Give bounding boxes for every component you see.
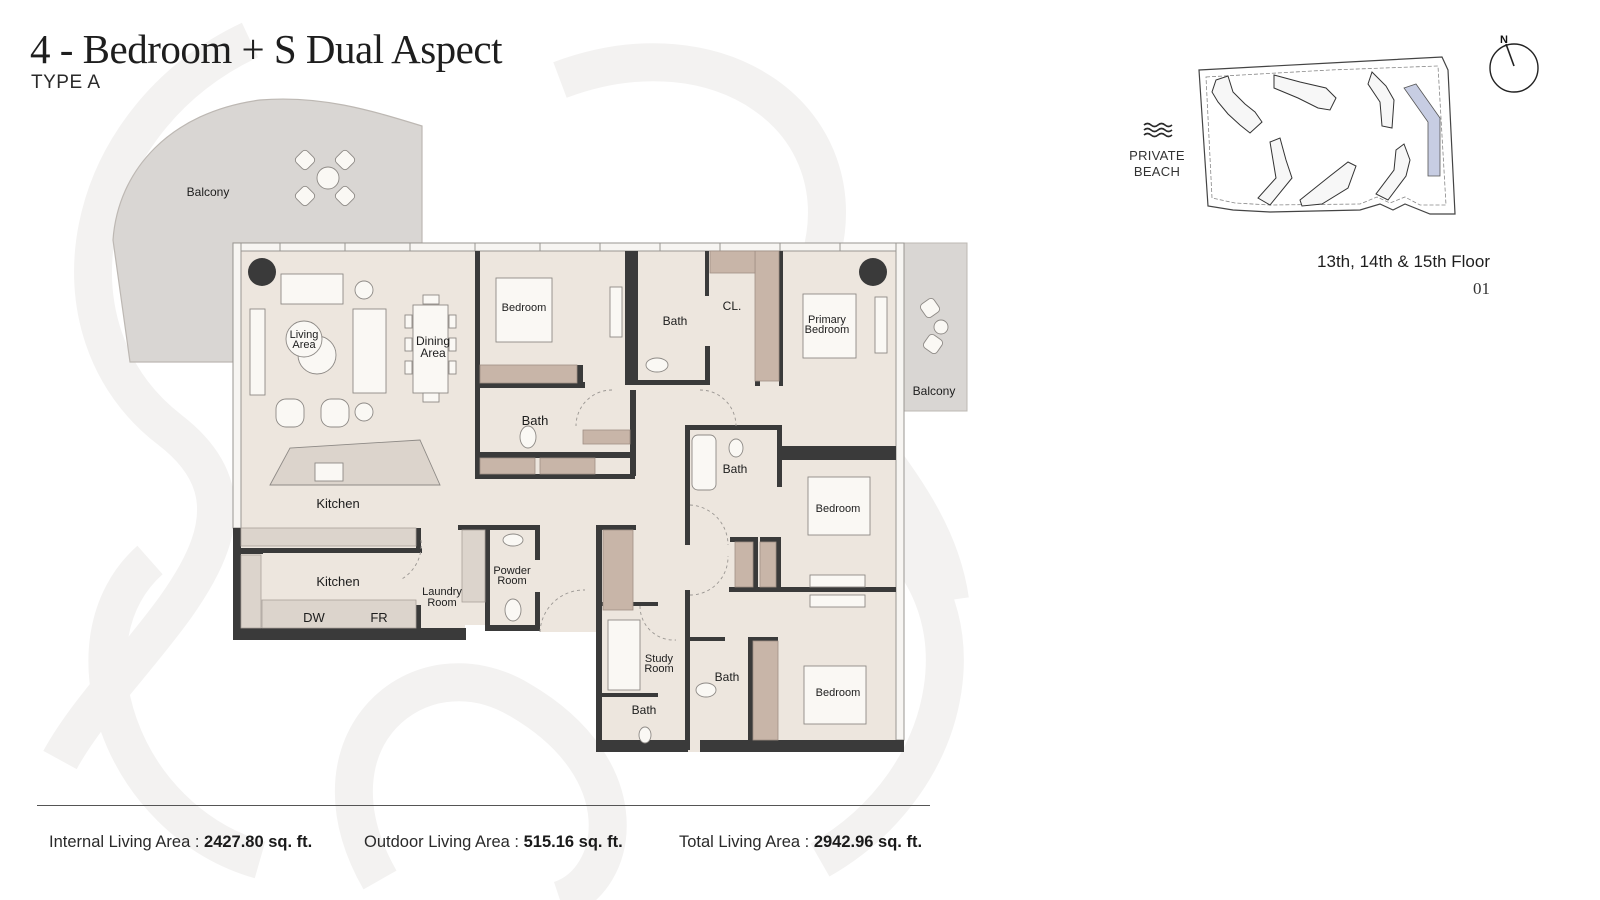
label-balcony-east: Balcony: [913, 384, 956, 398]
label-bath-study: Bath: [632, 703, 657, 717]
label-bath-north: Bath: [522, 413, 549, 428]
label-dishwasher: DW: [303, 610, 325, 625]
label-powder-1: Powder: [493, 565, 531, 577]
total-area-value: 2942.96 sq. ft.: [813, 833, 923, 851]
internal-area: Internal Living Area : 2427.80 sq. ft.: [49, 833, 313, 851]
label-closet: CL.: [723, 299, 742, 313]
label-kitchen-closed: Kitchen: [316, 574, 359, 589]
label-study-2: Room: [644, 663, 673, 675]
highlighted-building: [1403, 83, 1441, 177]
label-living-1: Living: [290, 329, 319, 341]
unit-number: 01: [1473, 279, 1490, 298]
floor-plan: Balcony Balcony Living Area Dining Area …: [112, 98, 968, 752]
key-plan: [1143, 56, 1456, 215]
private-beach-label: PRIVATE BEACH: [1129, 148, 1185, 179]
north-arrow-icon: N: [1489, 34, 1539, 93]
label-dining-2: Area: [420, 346, 446, 360]
label-balcony-west: Balcony: [187, 185, 230, 199]
internal-area-value: 2427.80 sq. ft.: [204, 833, 313, 851]
label-fridge: FR: [370, 610, 387, 625]
label-bath-south: Bath: [715, 670, 740, 684]
total-area: Total Living Area : 2942.96 sq. ft.: [679, 833, 923, 851]
label-living-2: Area: [292, 339, 316, 351]
footer-divider: [37, 805, 930, 806]
waves-icon: [1143, 122, 1173, 138]
label-laundry-2: Room: [427, 597, 456, 609]
floor-label: 13th, 14th & 15th Floor: [1317, 252, 1490, 271]
unit-type-label: TYPE A: [31, 72, 101, 93]
label-bedroom-south: Bedroom: [816, 687, 861, 699]
label-primary-bedroom-1: Primary: [808, 314, 846, 326]
label-study-1: Study: [645, 653, 674, 665]
page-title: 4 - Bedroom + S Dual Aspect: [30, 26, 502, 72]
label-primary-bedroom-2: Bedroom: [805, 324, 850, 336]
outdoor-area: Outdoor Living Area : 515.16 sq. ft.: [364, 833, 623, 851]
label-dining-1: Dining: [416, 334, 450, 348]
label-bath-middle: Bath: [723, 462, 748, 476]
label-bedroom-east: Bedroom: [816, 503, 861, 515]
label-powder-2: Room: [497, 575, 526, 587]
label-kitchen-open: Kitchen: [316, 496, 359, 511]
label-bedroom-north: Bedroom: [502, 302, 547, 314]
label-bath-primary: Bath: [663, 314, 688, 328]
north-label: N: [1500, 34, 1508, 46]
label-laundry-1: Laundry: [422, 586, 462, 598]
outdoor-area-value: 515.16 sq. ft.: [523, 833, 623, 851]
